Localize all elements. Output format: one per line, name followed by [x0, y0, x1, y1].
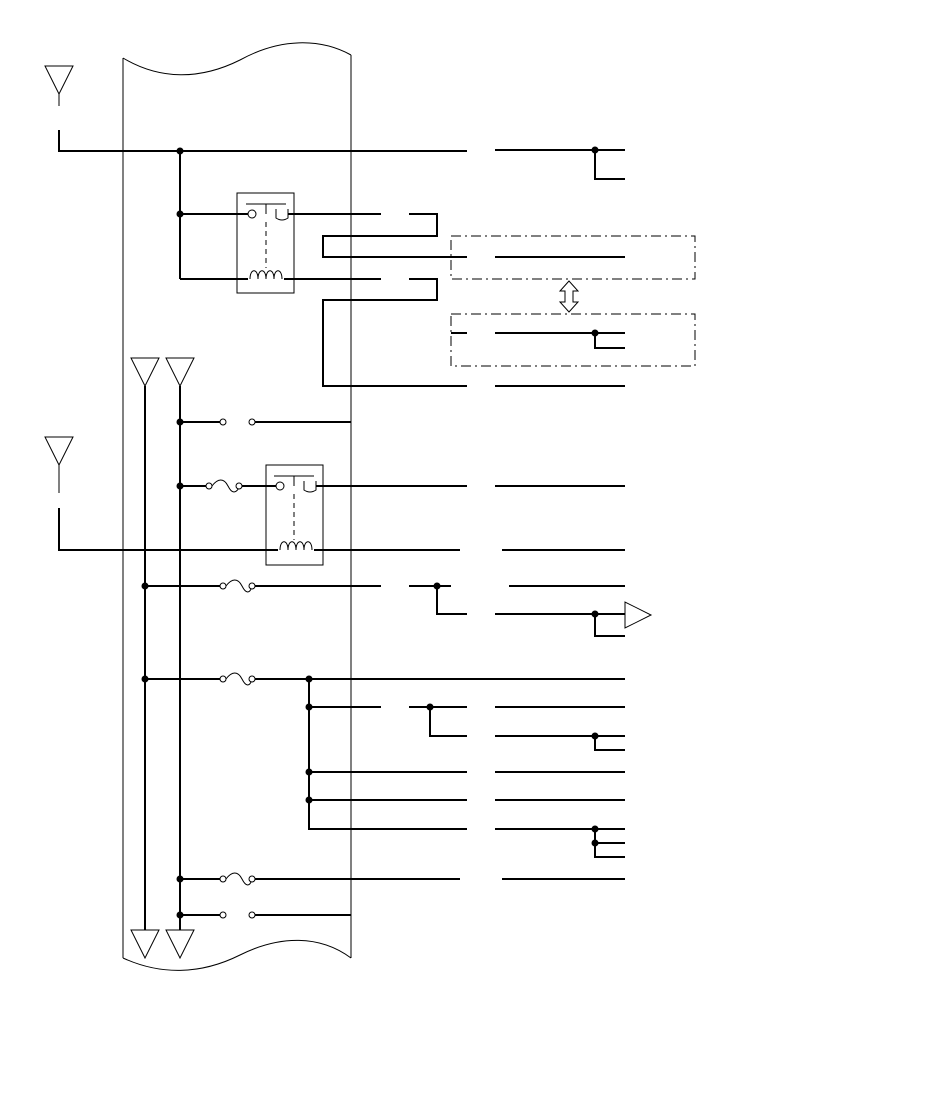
bus-grounds [130, 929, 195, 960]
option-box-2 [450, 313, 696, 367]
bus-supplies [130, 357, 195, 930]
ground-icon [165, 929, 195, 960]
fuse-1 [176, 479, 276, 493]
ground-icon [130, 929, 160, 960]
fuse-3 [141, 672, 625, 858]
ground-reference-icon [44, 65, 74, 96]
relay-1-connectors [322, 213, 625, 387]
ground-reference-icon [130, 357, 160, 388]
fuse-2 [141, 579, 653, 637]
ground-reference-icon [44, 436, 74, 467]
double-arrow-icon [558, 280, 580, 313]
relay-2 [265, 464, 625, 566]
fuse-box [122, 42, 352, 971]
switch-2 [176, 911, 351, 919]
ground-reference-icon [165, 357, 195, 388]
relay-1 [180, 192, 381, 294]
coil-icon [279, 541, 313, 551]
output-arrow-icon [624, 601, 653, 629]
switch-1 [176, 418, 351, 426]
supply-line-mid [44, 436, 278, 551]
fuse-4 [176, 872, 625, 886]
supply-line-top [44, 65, 625, 180]
coil-icon [249, 270, 283, 280]
option-box-1 [450, 235, 696, 280]
